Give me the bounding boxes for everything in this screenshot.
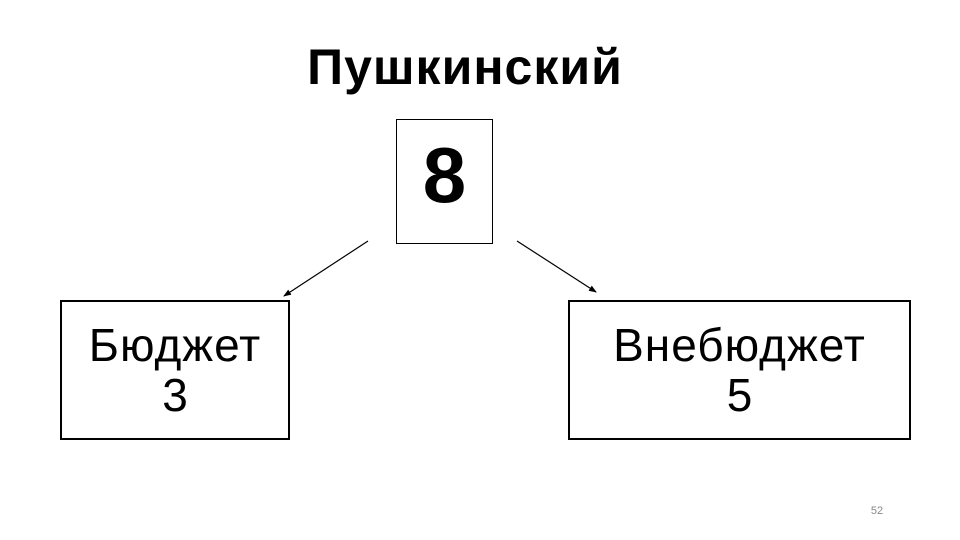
budget-label: Бюджет <box>88 319 262 371</box>
total-box: 8 <box>396 119 493 244</box>
arrow-to-extra-budget <box>516 240 597 293</box>
extra-budget-value: 5 <box>726 369 753 421</box>
budget-box: Бюджет 3 <box>60 300 290 440</box>
total-value: 8 <box>422 130 467 219</box>
diagram-title: Пушкинский <box>307 39 623 95</box>
arrow-to-budget <box>283 240 369 297</box>
extra-budget-box: Внебюджет 5 <box>568 300 911 440</box>
budget-value: 3 <box>162 369 188 421</box>
extra-budget-label: Внебюджет <box>613 319 866 371</box>
page-number: 52 <box>870 505 884 517</box>
